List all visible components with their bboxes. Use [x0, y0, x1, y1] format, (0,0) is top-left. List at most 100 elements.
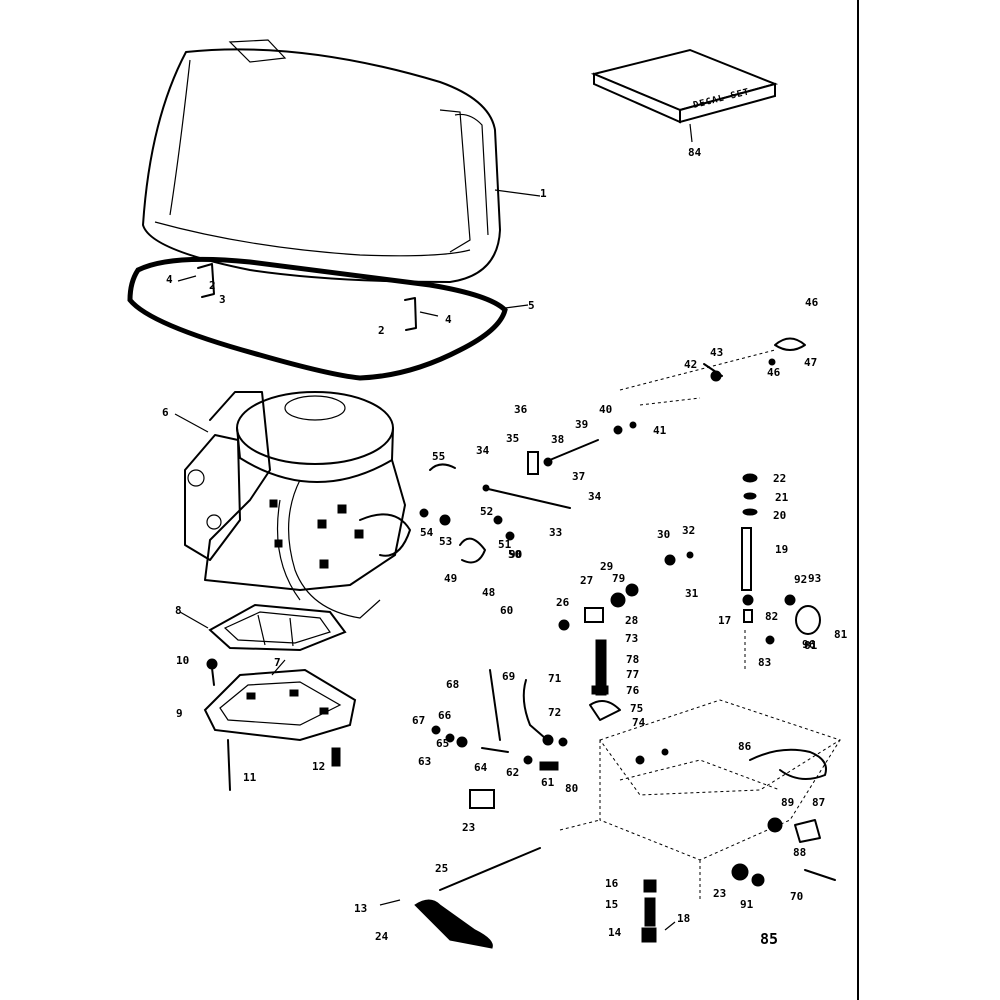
callout-24: 24 — [375, 930, 389, 943]
callout-66: 66 — [438, 709, 452, 722]
callout-21: 21 — [775, 491, 789, 504]
callout-5: 5 — [528, 299, 535, 312]
callout-91: 91 — [740, 898, 754, 911]
callout-42: 42 — [684, 358, 697, 371]
callout-69: 69 — [502, 670, 515, 683]
callout-51: 51 — [498, 538, 512, 551]
callout-33: 33 — [549, 526, 562, 539]
engine-cowl — [142, 39, 541, 283]
callout-32: 32 — [682, 524, 695, 537]
callout-87: 87 — [812, 796, 825, 809]
callout-26: 26 — [556, 596, 570, 609]
callout-36: 36 — [514, 403, 528, 416]
callout-72: 72 — [548, 706, 561, 719]
callout-67: 67 — [412, 714, 425, 727]
figure-label: 85 — [760, 930, 778, 948]
adapter-gasket-plate — [179, 603, 347, 652]
callout-39: 39 — [575, 418, 588, 431]
callout-55: 55 — [432, 450, 445, 463]
callout-4: 4 — [166, 273, 173, 286]
callout-47: 47 — [804, 356, 817, 369]
callout-93: 93 — [808, 572, 821, 585]
callout-52: 52 — [480, 505, 493, 518]
callout-8: 8 — [175, 604, 182, 617]
callout-82: 82 — [765, 610, 778, 623]
callout-41: 41 — [653, 424, 667, 437]
callout-23: 23 — [713, 887, 726, 900]
callout-37: 37 — [572, 470, 585, 483]
callout-83: 83 — [758, 656, 771, 669]
callout-46: 46 — [767, 366, 781, 379]
callout-46: 46 — [805, 296, 819, 309]
callout-31: 31 — [685, 587, 699, 600]
callout-11: 11 — [243, 771, 257, 784]
callout-49: 49 — [444, 572, 457, 585]
callout-60: 60 — [500, 604, 513, 617]
callout-34: 34 — [476, 444, 490, 457]
shift-shaft-assembly — [741, 473, 821, 670]
callout-54: 54 — [420, 526, 434, 539]
callout-50: 50 — [508, 548, 521, 561]
callout-19: 19 — [775, 543, 788, 556]
callout-10: 10 — [176, 654, 189, 667]
callout-89: 89 — [781, 796, 794, 809]
callout-63: 63 — [418, 755, 431, 768]
callout-84: 84 — [688, 146, 702, 159]
decal-set-box: DECAL SET — [590, 48, 779, 143]
callout-86: 86 — [738, 740, 752, 753]
callout-81: 81 — [834, 628, 848, 641]
callout-15: 15 — [605, 898, 618, 911]
callout-4: 4 — [445, 313, 452, 326]
callout-18: 18 — [677, 912, 690, 925]
callout-1: 1 — [540, 187, 547, 200]
callout-70: 70 — [790, 890, 803, 903]
callout-20: 20 — [773, 509, 786, 522]
callout-28: 28 — [625, 614, 638, 627]
callout-30: 30 — [657, 528, 670, 541]
callout-2: 2 — [209, 279, 216, 292]
callout-3: 3 — [219, 293, 226, 306]
callout-14: 14 — [608, 926, 622, 939]
callout-17: 17 — [718, 614, 731, 627]
shift-lever-assembly — [379, 789, 541, 949]
callout-79: 79 — [612, 572, 625, 585]
callout-34: 34 — [588, 490, 602, 503]
callout-96: 96 — [802, 638, 816, 651]
callout-16: 16 — [605, 877, 619, 890]
shift-rod-assembly — [641, 879, 676, 943]
cowl-seal-gasket — [127, 256, 529, 381]
throttle-cam-column — [431, 551, 694, 771]
callout-74: 74 — [632, 716, 646, 729]
callout-76: 76 — [626, 684, 640, 697]
callout-64: 64 — [474, 761, 488, 774]
callout-92: 92 — [794, 573, 807, 586]
callout-68: 68 — [446, 678, 459, 691]
lower-control-housing — [559, 699, 842, 900]
callout-13: 13 — [354, 902, 367, 915]
callout-38: 38 — [551, 433, 564, 446]
callout-78: 78 — [626, 653, 639, 666]
callout-9: 9 — [176, 707, 183, 720]
callout-2: 2 — [378, 324, 385, 337]
callout-40: 40 — [599, 403, 612, 416]
callout-43: 43 — [710, 346, 723, 359]
mount-bolts — [206, 658, 341, 791]
callout-88: 88 — [793, 846, 806, 859]
throttle-linkage — [419, 337, 806, 564]
callout-73: 73 — [625, 632, 638, 645]
callout-62: 62 — [506, 766, 519, 779]
callout-35: 35 — [506, 432, 519, 445]
callout-80: 80 — [565, 782, 578, 795]
callout-labels: 1 2 2 3 4 4 5 6 7 8 9 10 11 12 13 14 15 … — [162, 146, 848, 943]
callout-27: 27 — [580, 574, 593, 587]
powerhead-assembly — [174, 391, 411, 619]
callout-71: 71 — [548, 672, 562, 685]
callout-77: 77 — [626, 668, 639, 681]
callout-53: 53 — [439, 535, 452, 548]
callout-12: 12 — [312, 760, 325, 773]
callout-75: 75 — [630, 702, 643, 715]
callout-22: 22 — [773, 472, 786, 485]
callout-23: 23 — [462, 821, 475, 834]
callout-61: 61 — [541, 776, 555, 789]
